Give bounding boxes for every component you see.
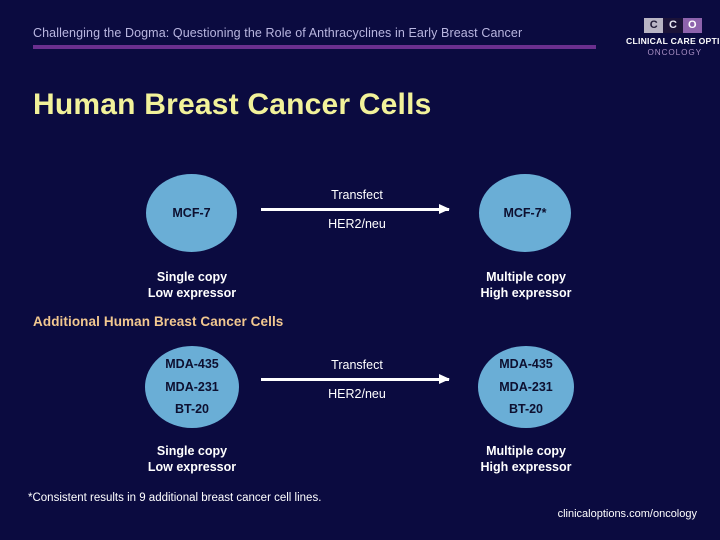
caption-line-2: Low expressor [147,459,237,474]
logo-specialty-line: ONCOLOGY [647,48,702,57]
caption-line-1: Multiple copy [486,444,566,458]
cell-label: MDA-435 [499,357,553,372]
cell-label: MDA-435 [165,357,219,372]
transfect-arrow-primary: Transfect HER2/neu [261,188,453,232]
caption-line-1: Single copy [156,444,228,458]
cell-label: BT-20 [508,402,544,417]
arrow-label-below: HER2/neu [328,387,386,402]
caption-additional-right: Multiple copy High expressor [446,444,606,475]
cell-label: MCF-7 [172,205,211,220]
arrow-shaft-icon [261,374,450,385]
caption-line-1: Multiple copy [486,270,566,284]
caption-primary-left: Single copy Low expressor [112,270,272,301]
logo-letter-c1-icon: C [644,18,664,33]
cell-node-result-mcf7-star: MCF-7* [479,174,571,252]
arrow-label-above: Transfect [331,358,383,372]
cell-label: MDA-231 [499,379,553,394]
cell-node-source-additional-panel: MDA-435 MDA-231 BT-20 [145,346,239,428]
caption-line-2: High expressor [480,285,572,300]
section-subheading: Additional Human Breast Cancer Cells [33,314,284,329]
logo-letter-o-icon: O [682,18,702,33]
cell-node-source-mcf7: MCF-7 [146,174,237,252]
caption-line-2: Low expressor [147,285,237,300]
cco-logo: C C O CLINICAL CARE OPTIONS ONCOLOGY [626,18,720,57]
transfect-arrow-additional: Transfect HER2/neu [261,358,453,402]
page-title: Human Breast Cancer Cells [33,88,432,121]
cell-label: MDA-231 [165,379,219,394]
caption-primary-right: Multiple copy High expressor [446,270,606,301]
logo-letter-c2-icon: C [663,18,683,33]
cell-label: BT-20 [174,402,210,417]
arrow-label-above: Transfect [331,188,383,202]
header-divider-rule [33,45,596,49]
logo-org-line: CLINICAL CARE OPTIONS [626,36,720,46]
arrow-shaft-icon [261,204,450,215]
arrow-label-below: HER2/neu [328,217,386,232]
cell-node-result-additional-panel: MDA-435 MDA-231 BT-20 [478,346,574,428]
caption-line-2: High expressor [480,459,572,474]
cell-label: MCF-7* [503,205,547,220]
caption-additional-left: Single copy Low expressor [112,444,272,475]
deck-title: Challenging the Dogma: Questioning the R… [33,26,523,40]
logo-mark: C C O [644,18,702,33]
footer-url: clinicaloptions.com/oncology [557,508,697,520]
caption-line-1: Single copy [156,270,228,284]
footnote: *Consistent results in 9 additional brea… [28,492,322,504]
